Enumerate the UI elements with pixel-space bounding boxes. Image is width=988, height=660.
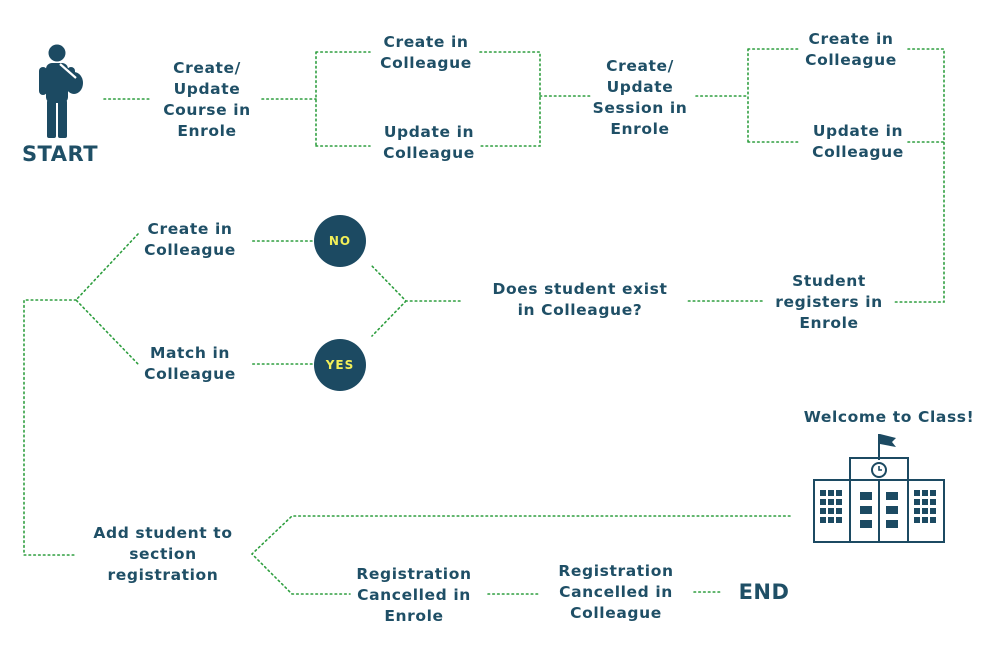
- step-create-update-session: Create/ Update Session in Enrole: [592, 57, 688, 138]
- answer-yes-badge: YES: [314, 339, 366, 391]
- answer-no-badge: NO: [314, 215, 366, 267]
- welcome-label: Welcome to Class!: [803, 408, 975, 426]
- connector-answers-options: [251, 240, 313, 365]
- connector-add-student-fork: [250, 515, 791, 595]
- school-building-icon: [813, 434, 945, 543]
- connector-course-branch1: [261, 51, 371, 147]
- person-start-icon: [39, 44, 83, 138]
- connector-session-branch2: [695, 48, 799, 143]
- step-student-registers: Student registers in Enrole: [775, 272, 883, 332]
- step-create-in-colleague-3: Create in Colleague: [144, 220, 236, 259]
- step-create-in-colleague-1: Create in Colleague: [380, 33, 472, 72]
- start-label: START: [21, 142, 99, 166]
- step-registration-cancelled-colleague: Registration Cancelled in Colleague: [558, 562, 674, 622]
- decision-student-exists: Does student exist in Colleague?: [492, 280, 668, 319]
- step-add-student-to-section: Add student to section registration: [93, 524, 233, 584]
- end-label: END: [738, 580, 790, 604]
- step-create-update-course: Create/ Update Course in Enrole: [163, 59, 251, 140]
- step-registration-cancelled-enrole: Registration Cancelled in Enrole: [356, 565, 472, 625]
- connector-options-fork: [23, 233, 139, 556]
- connector-branch2-student: [893, 48, 945, 303]
- connector-branch1-session: [479, 51, 591, 147]
- step-update-in-colleague-1: Update in Colleague: [383, 123, 475, 162]
- connector-decision-answers: [371, 265, 461, 337]
- step-create-in-colleague-2: Create in Colleague: [805, 30, 897, 69]
- step-match-in-colleague: Match in Colleague: [144, 344, 236, 383]
- step-update-in-colleague-2: Update in Colleague: [812, 122, 904, 161]
